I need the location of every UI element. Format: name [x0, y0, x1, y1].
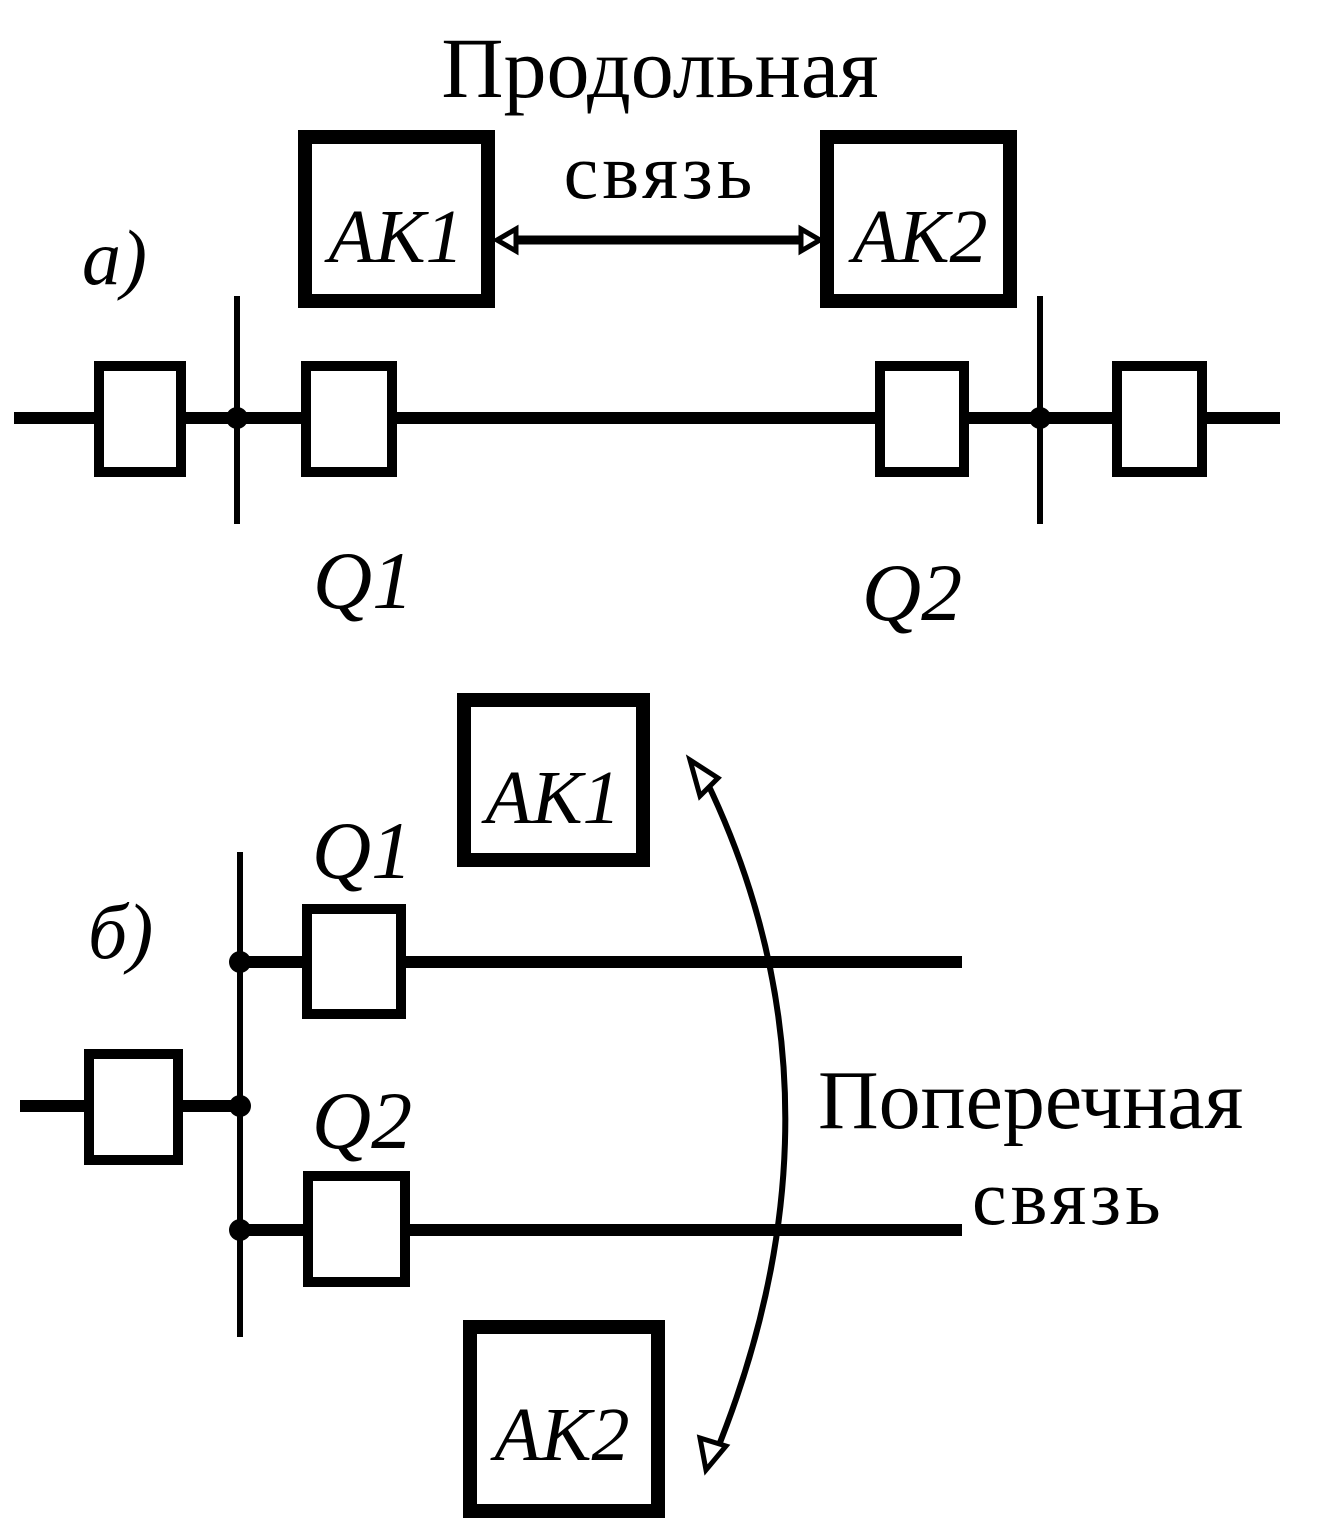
- part-b-breaker-q1-label: Q1: [312, 805, 412, 896]
- part-b-relay-ak2: AK2: [463, 1320, 665, 1518]
- part-b-breaker-q2: [303, 1171, 410, 1287]
- relay-box: [298, 130, 495, 308]
- part-b-relay-ak1: AK1: [457, 693, 650, 867]
- part-b-transverse-link-arrow: [685, 754, 789, 1476]
- part-a-breaker-far-left: [94, 361, 186, 477]
- arrow-curve: [703, 778, 789, 1457]
- part-a-junction-right: [1029, 407, 1051, 429]
- part-a-breaker-q1: [301, 361, 397, 477]
- relay-label: AK1: [323, 195, 463, 279]
- relay-label: AK1: [480, 756, 620, 840]
- part-a-breaker-q2: [875, 361, 969, 477]
- part-b-junction-incoming: [229, 1095, 251, 1117]
- part-b-breaker-q1: [302, 904, 406, 1019]
- relay-label: AK2: [847, 195, 987, 279]
- part-b-link-label-line2: связь: [972, 1154, 1165, 1241]
- part-b: б) AK1 AK2 Q1 Q2 Попере: [20, 693, 1243, 1518]
- part-a-longitudinal-link-arrow: [492, 224, 825, 256]
- arrowhead-left: [492, 224, 519, 256]
- arrowhead-bottom: [696, 1434, 731, 1476]
- relay-box: [457, 693, 650, 867]
- part-a-junction-left: [226, 407, 248, 429]
- part-b-junction-2: [229, 1219, 251, 1241]
- part-a-link-label-line1: Продольная: [441, 20, 878, 116]
- part-a-relay-ak1: AK1: [298, 130, 495, 308]
- part-b-breaker-incoming: [84, 1049, 183, 1165]
- part-a-breaker-q2-label: Q2: [862, 547, 962, 638]
- arrowhead-top: [685, 754, 722, 801]
- part-a-breaker-q1-label: Q1: [313, 535, 413, 626]
- relay-box: [820, 130, 1017, 308]
- part-a-label: а): [82, 214, 147, 301]
- relay-label: AK2: [489, 1393, 629, 1477]
- part-a-breaker-far-right: [1112, 361, 1207, 477]
- part-b-junction-1: [229, 951, 251, 973]
- part-a-link-label-line2: связь: [564, 128, 757, 215]
- relay-box: [463, 1320, 665, 1518]
- arrowhead-right: [798, 224, 825, 256]
- part-a: Продольная связь а) AK1 AK2 Q: [14, 20, 1280, 638]
- part-b-link-label-line1: Поперечная: [818, 1054, 1243, 1147]
- part-b-label: б): [88, 888, 153, 975]
- part-a-relay-ak2: AK2: [820, 130, 1017, 308]
- part-b-breaker-q2-label: Q2: [312, 1075, 412, 1166]
